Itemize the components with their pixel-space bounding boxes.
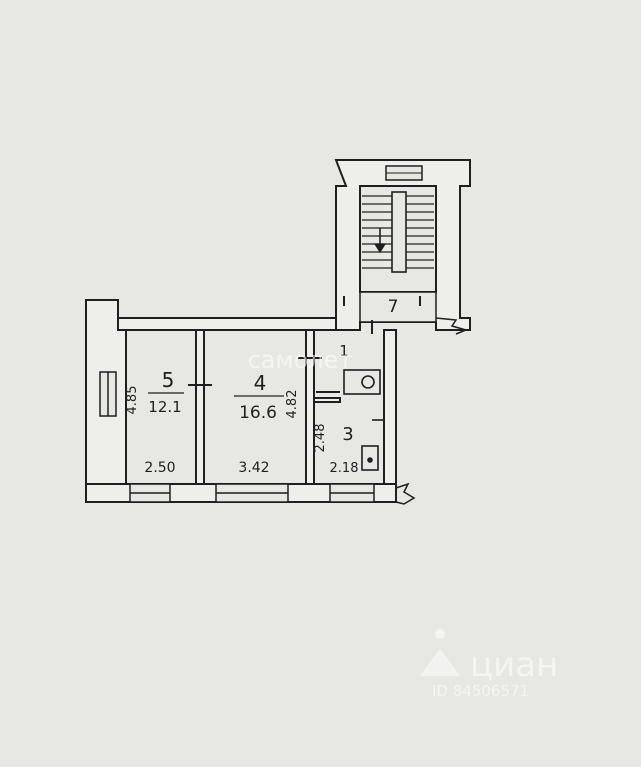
right-wall [383,329,397,485]
room-5-width: 2.50 [144,460,175,476]
landing-area [359,291,437,323]
cian-watermark: циан ID 84506571 [420,629,558,700]
room-3-labels: 3 2.18 2.48 [313,424,358,476]
listing-id: ID 84506571 [432,682,529,700]
bath-fixture [343,369,381,395]
fixtures [343,369,384,471]
wall-room4-corridor [305,329,315,485]
room-4-number: 4 [254,371,267,395]
top-wall [117,317,353,331]
room-7-number: 7 [388,297,399,317]
room-3-number: 3 [342,424,353,445]
wall-breaks [395,317,469,505]
stove-icon [361,445,379,471]
room-1-number: 1 [339,342,349,360]
room-4-labels: 4 16.6 3.42 4.82 [234,371,300,476]
cian-logo-icon [435,629,445,639]
room-3-width: 2.18 [330,461,359,476]
room-3-length: 2.48 [313,424,328,453]
room-5-length: 4.85 [125,386,140,415]
interior-walls [195,329,341,485]
room-5-area: 12.1 [148,398,181,416]
windows [99,371,375,503]
room-4-length: 4.82 [285,390,300,419]
room-4-width: 3.42 [238,460,269,476]
room-5-number: 5 [162,368,175,392]
room-4-area: 16.6 [239,403,277,423]
wall-corridor-kitchen [313,397,341,403]
staircase-block [334,159,471,331]
stair-steps [362,191,434,273]
brand-watermark: самолет [248,346,353,374]
door-marks [188,296,421,393]
room-5-labels: 5 12.1 2.50 4.85 [125,368,184,476]
cian-brand: циан [470,645,558,685]
stair-well [359,185,437,293]
wall-room5-room4 [195,329,205,485]
